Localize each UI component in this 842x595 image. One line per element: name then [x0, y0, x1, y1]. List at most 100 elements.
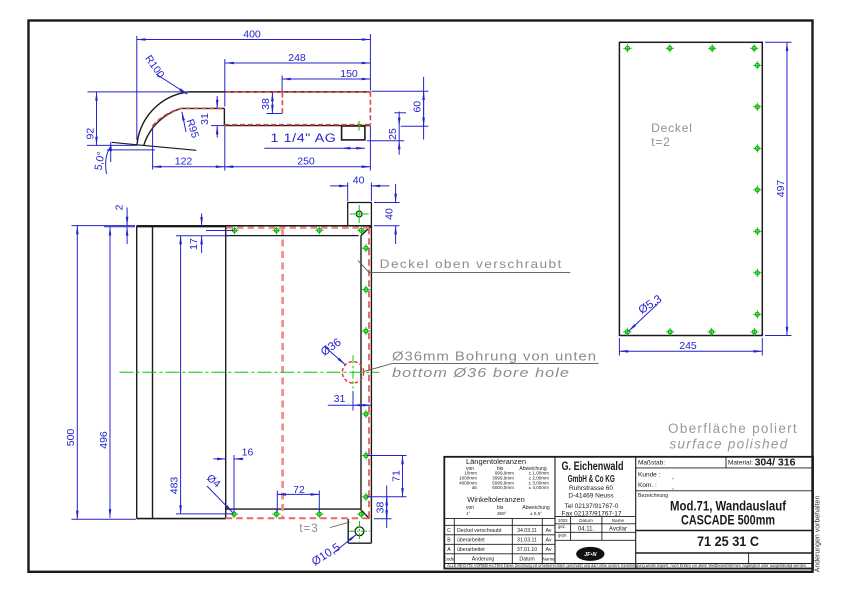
svg-text:± 1,00mm: ± 1,00mm [529, 471, 550, 476]
svg-text:497: 497 [775, 180, 787, 198]
svg-text:150: 150 [340, 68, 358, 80]
svg-text:500: 500 [65, 429, 77, 447]
svg-text:38: 38 [375, 502, 387, 514]
svg-text:122: 122 [175, 156, 193, 168]
svg-text:999,9mm: 999,9mm [495, 471, 514, 476]
svg-text:483: 483 [168, 477, 180, 495]
svg-text:6000,0mm: 6000,0mm [492, 485, 514, 490]
svg-text:Fax 02137/91767-17: Fax 02137/91767-17 [562, 510, 622, 517]
svg-text:Ruhrstrasse 60: Ruhrstrasse 60 [569, 485, 613, 492]
svg-text:1000mm: 1000mm [459, 475, 477, 480]
svg-text:Av: Av [546, 528, 552, 534]
svg-text:± 2,00mm: ± 2,00mm [529, 475, 550, 480]
svg-text:t=2: t=2 [651, 135, 670, 149]
svg-text:1 1/4" AG: 1 1/4" AG [271, 133, 337, 145]
svg-text:Name: Name [542, 557, 555, 562]
svg-text:t=3: t=3 [299, 523, 318, 535]
svg-text:245: 245 [679, 340, 697, 352]
svg-text:10mm: 10mm [464, 471, 477, 476]
svg-text:ALLE RECHTE VORBEHALTEN! Di: ALLE RECHTE VORBEHALTEN! Diese Zeichnung… [447, 563, 807, 568]
svg-text:Datum: Datum [579, 518, 593, 523]
svg-text:2003: 2003 [558, 518, 568, 523]
svg-text:Änderung: Änderung [472, 556, 495, 563]
svg-text:34.03.11: 34.03.11 [517, 528, 537, 534]
svg-text:Mod.71, Wandauslauf: Mod.71, Wandauslauf [670, 499, 786, 514]
svg-text:± 4,00mm: ± 4,00mm [529, 485, 550, 490]
svg-text:,: , [672, 474, 674, 481]
svg-text:bottom Ø36 bore hole: bottom Ø36 bore hole [392, 366, 570, 380]
svg-text:400: 400 [243, 28, 261, 40]
svg-text:R95: R95 [184, 118, 201, 140]
svg-text:CASCADE 500mm: CASCADE 500mm [681, 512, 775, 527]
svg-text:304/ 316: 304/ 316 [755, 456, 796, 468]
svg-text:71 25 31 C: 71 25 31 C [697, 534, 759, 549]
svg-text:G. Eichenwald: G. Eichenwald [562, 459, 624, 473]
svg-text:Name: Name [612, 518, 625, 523]
svg-text:A: A [447, 547, 451, 553]
svg-text:Av: Av [546, 537, 552, 543]
svg-text:bis: bis [497, 505, 504, 511]
svg-text:D-41469 Neuss: D-41469 Neuss [568, 492, 614, 499]
svg-text:Kom. :: Kom. : [638, 482, 657, 489]
svg-text:71: 71 [390, 470, 402, 482]
svg-text:1°: 1° [466, 511, 471, 516]
svg-text:72: 72 [293, 484, 305, 496]
svg-text:40: 40 [383, 208, 395, 220]
svg-text:Deckel verschraubt: Deckel verschraubt [457, 528, 502, 534]
svg-text:37.01.10: 37.01.10 [517, 547, 537, 553]
svg-text:16: 16 [242, 447, 254, 459]
svg-text:17: 17 [188, 238, 200, 250]
svg-text:Av: Av [546, 547, 552, 553]
svg-text:Oberfläche poliert: Oberfläche poliert [668, 421, 798, 436]
svg-text:31: 31 [334, 393, 346, 405]
svg-text:Avcilar: Avcilar [609, 527, 627, 533]
svg-text:Deckel oben verschraubt: Deckel oben verschraubt [380, 257, 563, 271]
svg-text:359°: 359° [497, 511, 507, 516]
svg-text:Kunde :: Kunde : [638, 472, 661, 479]
svg-text:,: , [672, 484, 674, 491]
svg-text:Deckel: Deckel [651, 121, 692, 135]
svg-text:Tel 02137/91767-0: Tel 02137/91767-0 [565, 503, 619, 510]
svg-text:31: 31 [199, 113, 211, 125]
svg-text:± 3,00mm: ± 3,00mm [529, 480, 550, 485]
svg-text:C: C [447, 528, 451, 534]
svg-text:surface polished: surface polished [669, 437, 788, 452]
svg-text:5,0°: 5,0° [93, 151, 108, 172]
svg-text:Abweichung: Abweichung [519, 466, 546, 472]
svg-text:± 0,5°: ± 0,5° [530, 511, 542, 516]
svg-text:gez.: gez. [558, 524, 566, 529]
svg-text:5999,9mm: 5999,9mm [492, 480, 514, 485]
svg-text:überarbeitet: überarbeitet [457, 537, 485, 543]
svg-text:4000mm: 4000mm [459, 480, 477, 485]
svg-text:gepr.: gepr. [558, 533, 567, 538]
svg-text:Abweichung: Abweichung [522, 505, 549, 511]
svg-text:Datum: Datum [519, 557, 534, 563]
svg-text:JF•N: JF•N [584, 552, 597, 558]
svg-text:B: B [447, 537, 451, 543]
svg-text:Code: Code [444, 557, 455, 562]
svg-text:2: 2 [113, 204, 125, 210]
svg-text:GmbH & Co KG: GmbH & Co KG [568, 474, 615, 485]
svg-text:Bezeichnung: Bezeichnung [638, 493, 668, 499]
svg-text:60: 60 [411, 101, 423, 113]
svg-text:Maßstab:: Maßstab: [638, 459, 665, 466]
svg-text:Material:: Material: [728, 459, 753, 466]
svg-text:92: 92 [84, 128, 96, 140]
svg-text:überarbeitet: überarbeitet [457, 547, 485, 553]
svg-text:496: 496 [98, 431, 110, 449]
svg-text:Ø36mm Bohrung von unten: Ø36mm Bohrung von unten [392, 349, 597, 363]
svg-text:250: 250 [297, 156, 315, 168]
svg-text:Winkeltoleranzen: Winkeltoleranzen [467, 495, 525, 504]
svg-text:31.03.11: 31.03.11 [517, 537, 537, 543]
svg-text:bis: bis [497, 466, 504, 472]
svg-text:3999,9mm: 3999,9mm [492, 475, 514, 480]
svg-text:248: 248 [288, 52, 306, 64]
svg-text:25: 25 [387, 128, 399, 140]
svg-text:38: 38 [260, 98, 272, 110]
svg-text:von: von [466, 505, 474, 511]
svg-text:Längentoleranzen: Längentoleranzen [466, 457, 526, 466]
svg-text:Änderungen vorbehalten: Änderungen vorbehalten [814, 496, 822, 573]
svg-text:04.11.: 04.11. [578, 527, 595, 533]
svg-text:ab: ab [472, 485, 478, 490]
svg-text:von: von [466, 466, 474, 472]
